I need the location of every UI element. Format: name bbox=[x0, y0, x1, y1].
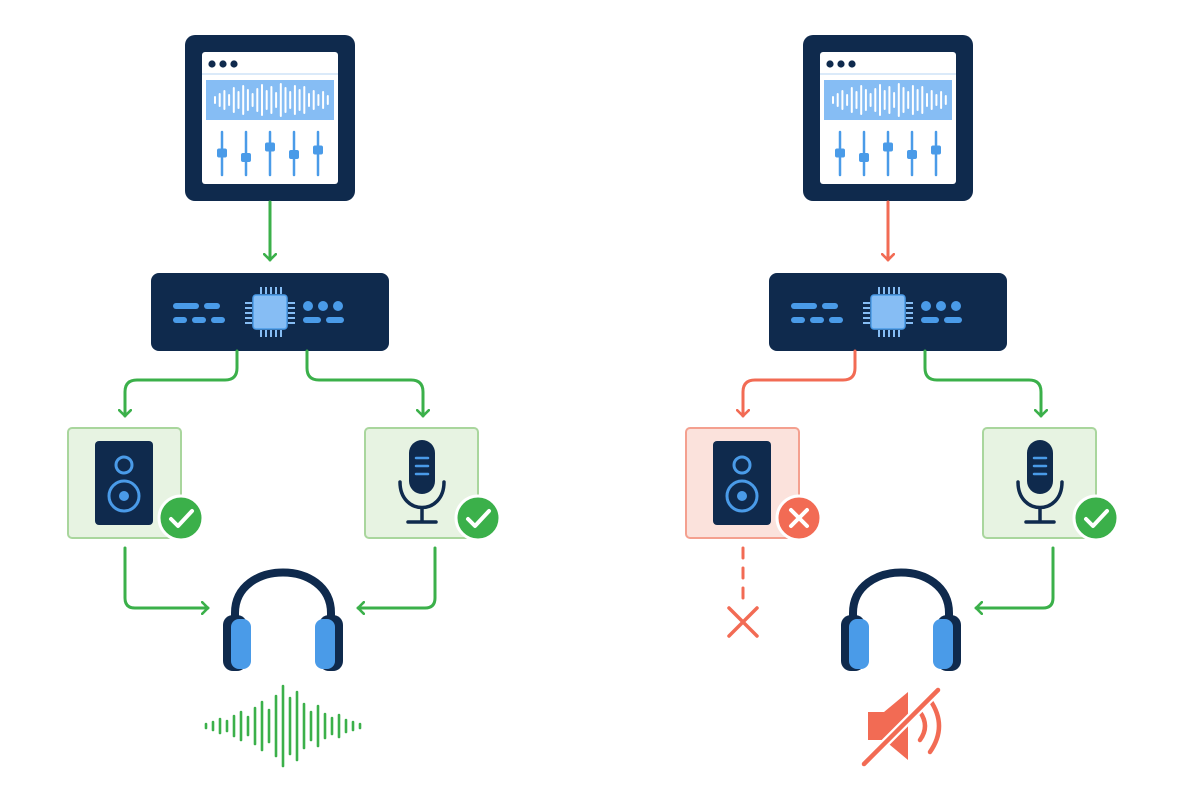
speaker-icon bbox=[95, 441, 153, 525]
panel-failing bbox=[685, 35, 1120, 769]
daw-app-window-icon bbox=[803, 35, 973, 201]
arrow-interface-to-speaker bbox=[125, 349, 239, 418]
cross-badge-icon bbox=[775, 494, 823, 542]
speaker-box bbox=[685, 427, 823, 542]
arrow-speaker-to-headphones bbox=[123, 546, 210, 608]
sound-waveform-icon bbox=[204, 684, 362, 768]
check-badge-icon bbox=[454, 494, 502, 542]
microphone-icon bbox=[1016, 440, 1064, 524]
microphone-icon bbox=[398, 440, 446, 524]
speaker-icon bbox=[713, 441, 771, 525]
daw-app-window-icon bbox=[185, 35, 355, 201]
arrow-microphone-to-headphones bbox=[356, 546, 437, 608]
microphone-box bbox=[364, 427, 502, 542]
headphones-icon bbox=[841, 568, 961, 671]
speaker-box bbox=[67, 427, 205, 542]
arrow-interface-to-microphone bbox=[305, 349, 423, 418]
arrow-microphone-to-headphones bbox=[974, 546, 1055, 608]
muted-speaker-icon bbox=[859, 685, 943, 769]
microphone-box bbox=[982, 427, 1120, 542]
arrow-interface-to-speaker bbox=[743, 349, 857, 418]
check-badge-icon bbox=[157, 494, 205, 542]
blocked-cross-icon bbox=[727, 606, 759, 638]
audio-interface-icon bbox=[769, 273, 1007, 351]
panel-working bbox=[67, 35, 502, 768]
headphones-icon bbox=[223, 568, 343, 671]
audio-interface-icon bbox=[151, 273, 389, 351]
arrow-interface-to-microphone bbox=[923, 349, 1041, 418]
check-badge-icon bbox=[1072, 494, 1120, 542]
